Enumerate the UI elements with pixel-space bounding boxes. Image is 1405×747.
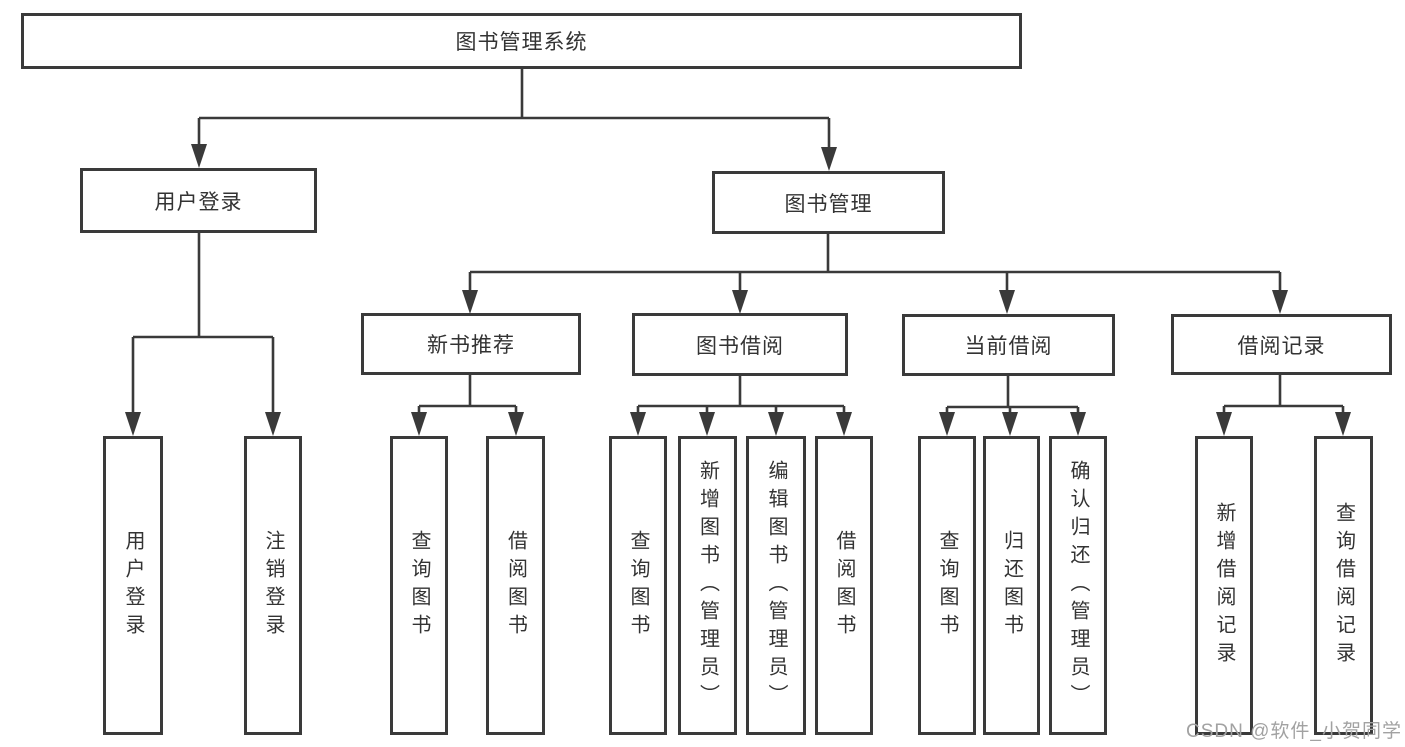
leaf-user-login: 用户登录 xyxy=(103,436,163,735)
node-label: 图书管理 xyxy=(784,192,873,216)
leaf-label: 确认归还（管理员） xyxy=(1067,459,1089,712)
node-borrowing-records: 借阅记录 xyxy=(1171,314,1392,375)
leaf-query-books-borrowing: 查询图书 xyxy=(609,436,667,735)
leaf-label: 借阅图书 xyxy=(504,529,527,642)
node-book-borrowing: 图书借阅 xyxy=(632,313,848,376)
leaf-label: 查询图书 xyxy=(936,529,958,642)
leaf-label: 新增借阅记录 xyxy=(1213,501,1235,670)
node-label: 图书借阅 xyxy=(696,334,784,358)
leaf-label: 新增图书（管理员） xyxy=(696,459,719,712)
leaf-query-books-recommendation: 查询图书 xyxy=(390,436,448,735)
node-label: 图书管理系统 xyxy=(455,31,588,54)
leaf-return-books: 归还图书 xyxy=(983,436,1040,735)
leaf-label: 用户登录 xyxy=(122,529,144,642)
leaf-confirm-return-admin: 确认归还（管理员） xyxy=(1049,436,1107,735)
node-label: 用户登录 xyxy=(154,190,243,214)
leaf-logout: 注销登录 xyxy=(244,436,302,735)
leaf-label: 查询借阅记录 xyxy=(1332,501,1355,670)
leaf-query-books-current: 查询图书 xyxy=(918,436,976,735)
node-label: 借阅记录 xyxy=(1237,334,1326,358)
leaf-borrow-books: 借阅图书 xyxy=(815,436,873,735)
leaf-query-borrowing-record: 查询借阅记录 xyxy=(1314,436,1373,735)
leaf-label: 查询图书 xyxy=(408,529,430,642)
leaf-label: 借阅图书 xyxy=(833,529,855,642)
leaf-borrow-books-recommendation: 借阅图书 xyxy=(486,436,545,735)
leaf-label: 编辑图书（管理员） xyxy=(765,459,787,712)
watermark: CSDN @软件_小贺同学 xyxy=(1186,721,1402,742)
node-label: 当前借阅 xyxy=(964,335,1053,358)
leaf-edit-books-admin: 编辑图书（管理员） xyxy=(746,436,806,735)
node-library-management-system: 图书管理系统 xyxy=(21,13,1022,69)
leaf-label: 归还图书 xyxy=(1000,529,1023,642)
node-user-login: 用户登录 xyxy=(80,168,317,233)
leaf-add-borrowing-record: 新增借阅记录 xyxy=(1195,436,1253,735)
node-new-book-recommendation: 新书推荐 xyxy=(361,313,581,375)
node-current-borrowing: 当前借阅 xyxy=(902,314,1115,376)
leaf-label: 查询图书 xyxy=(627,529,649,642)
leaf-label: 注销登录 xyxy=(262,529,284,642)
node-label: 新书推荐 xyxy=(427,334,515,357)
leaf-add-books-admin: 新增图书（管理员） xyxy=(678,436,737,735)
node-book-management: 图书管理 xyxy=(712,171,945,234)
